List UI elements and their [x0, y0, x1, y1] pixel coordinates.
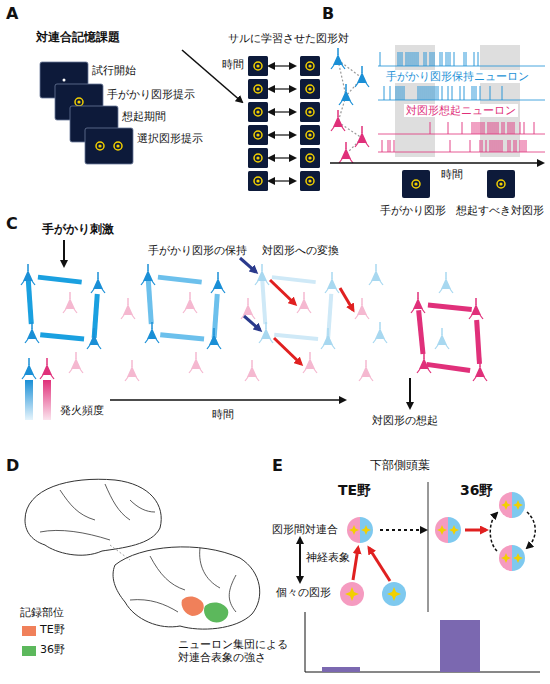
legend-heading: 記録部位 — [20, 606, 64, 620]
panel-letter: B — [322, 4, 334, 24]
panel-letter: C — [6, 214, 18, 234]
step-label: 選択図形提示 — [137, 132, 203, 145]
step-label: 想起期間 — [122, 110, 166, 123]
axis-label: 時間 — [212, 408, 234, 422]
panel-letter: A — [6, 4, 18, 24]
level-label: 図形間対連合 — [272, 523, 338, 536]
legend-text: 36野 — [40, 643, 65, 657]
panel-heading: 下部側頭葉 — [370, 458, 430, 473]
axis-label: 時間 — [222, 58, 244, 72]
level-label: 神経表象 — [306, 551, 350, 564]
axis-label: 時間 — [441, 168, 463, 182]
step-label: 手がかり図形提示 — [107, 88, 195, 101]
panel-heading: サルに学習させた図形対 — [228, 32, 349, 46]
stage-label: 対図形への変換 — [262, 244, 339, 258]
neuron-label: 対図形想起ニューロン — [404, 104, 518, 117]
stage-label: 手がかり図形の保持 — [148, 244, 247, 258]
legend-swatch — [22, 626, 36, 636]
panel-heading: 対連合記憶課題 — [36, 30, 120, 45]
scale-label: 発火頻度 — [60, 404, 104, 418]
stage-label: 手がかり刺激 — [42, 222, 114, 237]
stimulus-label: 想起すべき対図形 — [456, 204, 544, 217]
level-label: 個々の図形 — [276, 586, 331, 599]
neuron-label: 手がかり図形保持ニューロン — [384, 70, 531, 83]
legend-swatch — [22, 646, 36, 656]
axis-label: ニューロン集団による 対連合表象の強さ — [178, 638, 302, 664]
step-label: 試行開始 — [92, 64, 136, 77]
legend-text: TE野 — [40, 623, 65, 637]
area-label: 36野 — [460, 482, 493, 500]
panel-letter: E — [272, 456, 283, 476]
panel-letter: D — [6, 456, 19, 476]
stage-label: 対図形の想起 — [372, 414, 438, 428]
stimulus-label: 手がかり図形 — [380, 204, 446, 217]
area-label: TE野 — [338, 482, 371, 500]
